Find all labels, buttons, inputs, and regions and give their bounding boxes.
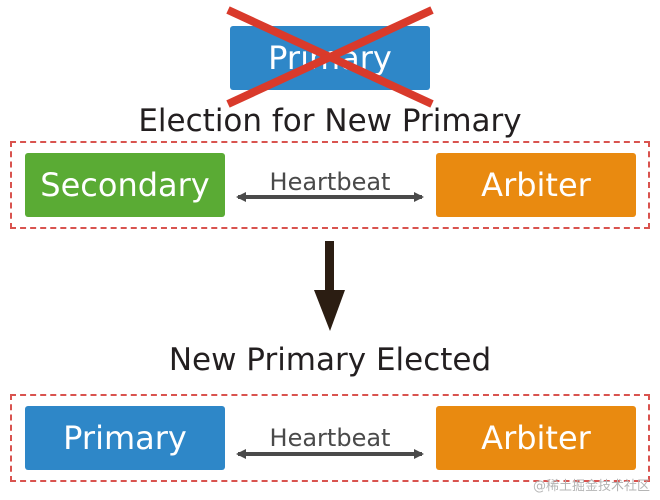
elected-group-box xyxy=(10,394,650,482)
new-primary-label: Primary xyxy=(63,419,187,457)
watermark: @稀土掘金技术社区 xyxy=(532,479,650,494)
arbiter-label-stage2: Arbiter xyxy=(481,419,591,457)
arbiter-label-stage1: Arbiter xyxy=(481,166,591,204)
election-group-box xyxy=(10,141,650,229)
election-heading: Election for New Primary xyxy=(138,103,522,139)
secondary-node: Secondary xyxy=(25,153,225,217)
secondary-label: Secondary xyxy=(40,166,210,204)
heartbeat-label-stage2: Heartbeat xyxy=(269,424,391,452)
failed-cross-icon xyxy=(226,6,434,108)
flow-down-arrow-icon xyxy=(314,241,345,331)
arbiter-node-stage2: Arbiter xyxy=(436,406,636,470)
heartbeat-label-stage1: Heartbeat xyxy=(269,168,391,196)
arbiter-node-stage1: Arbiter xyxy=(436,153,636,217)
new-primary-node: Primary xyxy=(25,406,225,470)
elected-heading: New Primary Elected xyxy=(168,342,492,378)
